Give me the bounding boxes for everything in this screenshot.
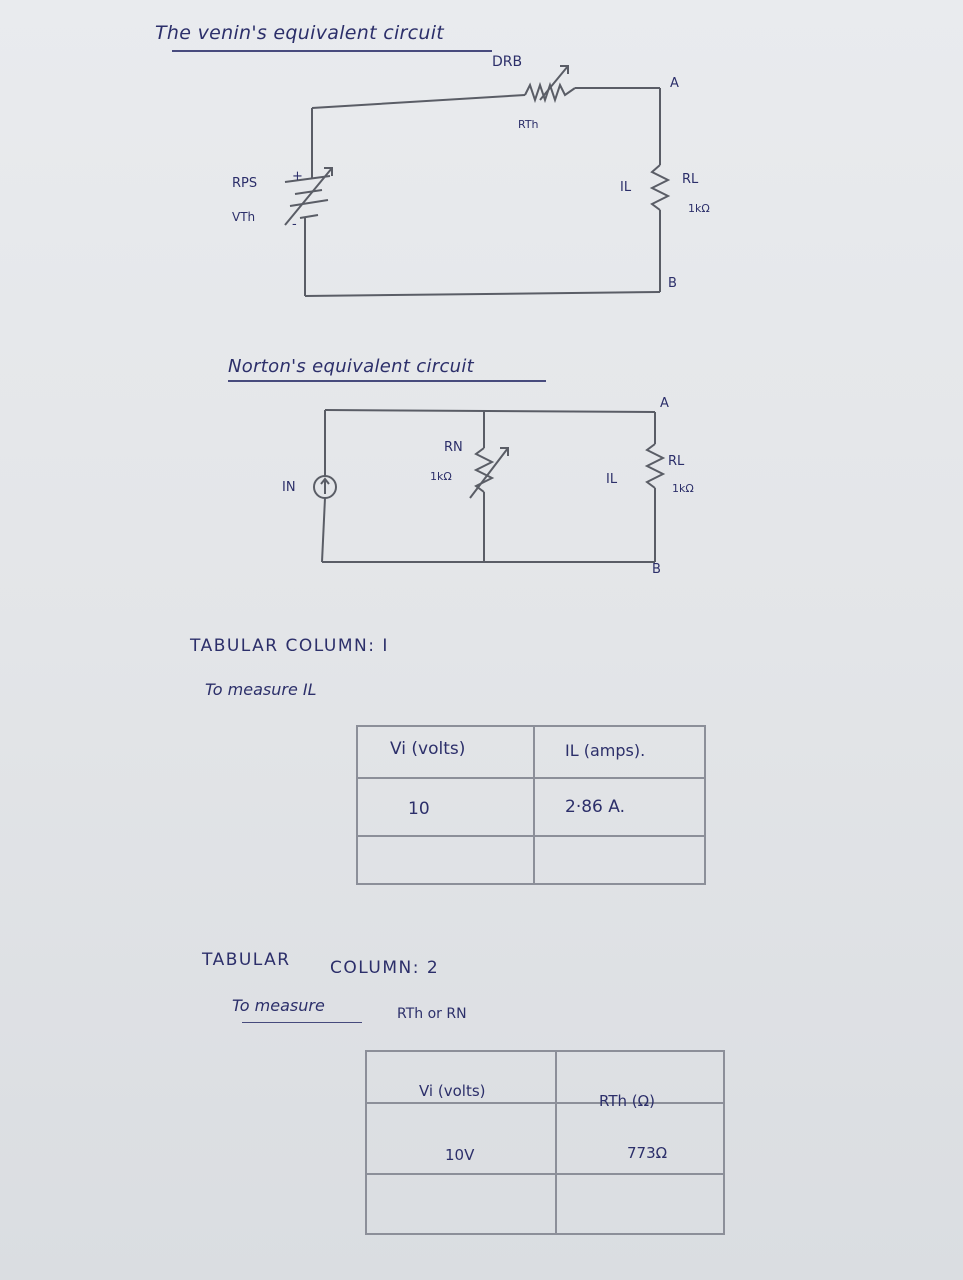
- table-row: 10 2·86 A.: [356, 777, 706, 837]
- table2-header-cell: RTh (Ω): [555, 1049, 725, 1110]
- thevenin-rl-resistor: [649, 164, 671, 211]
- table1-col1-header: Vi (volts): [390, 739, 466, 759]
- norton-rn-label: RN: [444, 440, 463, 455]
- table1-row1-vi: 10: [408, 799, 430, 819]
- table1-col2-header: IL (amps).: [565, 741, 646, 760]
- thevenin-rps-label: RPS: [232, 176, 258, 191]
- table2: Vi (volts) RTh (Ω) 10V 773Ω: [365, 1049, 725, 1236]
- norton-il-label: IL: [606, 472, 618, 487]
- table2-cell-vi: [365, 1172, 557, 1236]
- norton-rl-value: 1kΩ: [672, 482, 694, 495]
- norton-in-label: IN: [282, 480, 296, 495]
- norton-rn-value: 1kΩ: [430, 470, 452, 483]
- table2-heading-a: TABULAR: [202, 950, 291, 970]
- norton-node-b: B: [652, 562, 661, 577]
- norton-rn-resistor: [473, 447, 495, 493]
- thevenin-battery-symbol: [284, 175, 331, 219]
- thevenin-il-label: IL: [620, 180, 632, 195]
- thevenin-drb-arrow: [539, 65, 569, 101]
- norton-left-wire-bottom: [321, 497, 326, 563]
- thevenin-drb-label: DRB: [492, 54, 523, 70]
- svg-text:-: -: [292, 217, 297, 232]
- thevenin-node-b: B: [668, 276, 677, 291]
- table-row: [356, 835, 706, 885]
- thevenin-top-wire: [311, 87, 660, 109]
- thevenin-rl-label: RL: [682, 172, 699, 187]
- table2-cell-rth: 773Ω: [555, 1102, 725, 1175]
- thevenin-node-a: A: [670, 76, 679, 91]
- thevenin-rl-value: 1kΩ: [688, 202, 710, 215]
- table2-heading-b: COLUMN: 2: [330, 958, 440, 978]
- thevenin-rth-label: RTh: [518, 118, 539, 131]
- table2-row1-rth: 773Ω: [627, 1144, 668, 1163]
- table2-col2-header: RTh (Ω): [599, 1092, 655, 1110]
- thevenin-bottom-wire: [304, 291, 661, 297]
- table2-subheading-a: To measure: [232, 996, 325, 1015]
- table1-cell-il: 2·86 A.: [533, 777, 706, 837]
- norton-rn-arrow: [469, 447, 509, 499]
- table1-row1-il: 2·86 A.: [565, 797, 625, 817]
- thevenin-title-underline: [172, 50, 492, 52]
- norton-current-arrow: [320, 477, 330, 494]
- norton-title: Norton's equivalent circuit: [228, 356, 475, 377]
- norton-rl-label: RL: [668, 454, 685, 469]
- table2-col1-header: Vi (volts): [419, 1082, 486, 1100]
- table-row: [365, 1172, 725, 1236]
- table1-header-cell: IL (amps).: [533, 725, 706, 779]
- table1-cell-vi: [356, 835, 535, 885]
- table2-subheading-underline: [242, 1022, 362, 1023]
- table1-cell-il: [533, 835, 706, 885]
- table1-cell-vi: 10: [356, 777, 535, 837]
- table2-header-cell: Vi (volts): [365, 1049, 557, 1105]
- table1-header-row: Vi (volts) IL (amps).: [356, 725, 706, 779]
- norton-title-underline: [228, 380, 546, 382]
- table2-header-row: Vi (volts) RTh (Ω): [365, 1049, 725, 1110]
- thevenin-vth-label: VTh: [232, 210, 256, 224]
- norton-rl-resistor: [644, 443, 666, 489]
- norton-node-a: A: [660, 396, 669, 411]
- norton-top-wire: [324, 409, 656, 413]
- table1-header-cell: Vi (volts): [356, 725, 535, 779]
- table2-cell-rth: [555, 1172, 725, 1236]
- table1-heading: TABULAR COLUMN: I: [190, 636, 389, 656]
- table1-subheading: To measure IL: [205, 680, 317, 699]
- table2-cell-vi: 10V: [365, 1102, 557, 1175]
- table-row: 10V 773Ω: [365, 1102, 725, 1175]
- thevenin-drb-resistor: [524, 81, 576, 104]
- table1: Vi (volts) IL (amps). 10 2·86 A.: [356, 725, 706, 885]
- thevenin-battery-arrow: [284, 167, 333, 226]
- table2-row1-vi: 10V: [445, 1146, 475, 1165]
- thevenin-title: The venin's equivalent circuit: [155, 22, 445, 44]
- table2-subheading-b: RTh or RN: [397, 1006, 467, 1022]
- svg-text:+: +: [292, 169, 303, 184]
